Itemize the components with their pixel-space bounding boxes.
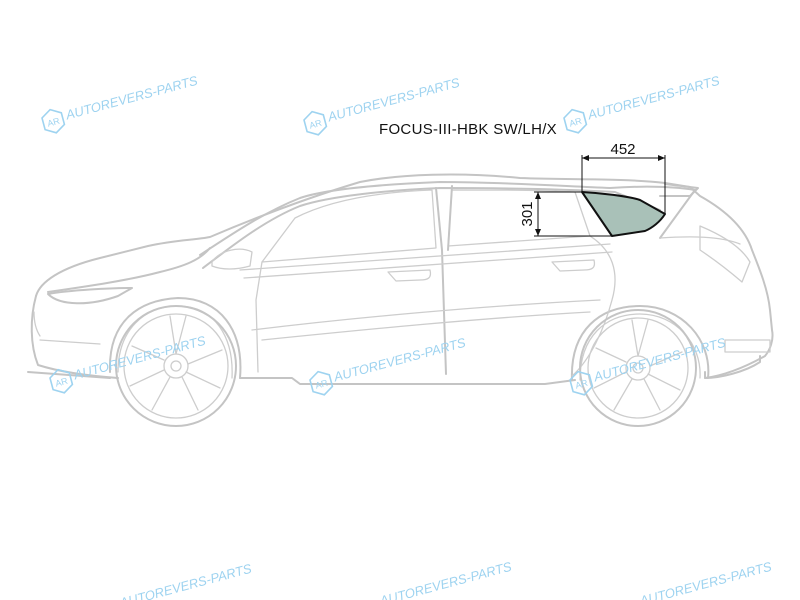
part-code-title: FOCUS-III-HBK SW/LH/X [379,121,557,138]
rear-quarter-glass [581,191,666,237]
width-dimension-label: 452 [610,141,635,158]
width-dimension [581,155,666,214]
svg-text:AUTOREVERS-PARTS: AUTOREVERS-PARTS [71,333,207,383]
svg-text:AUTOREVERS-PARTS: AUTOREVERS-PARTS [331,335,467,385]
front-wheel [115,305,237,427]
svg-text:AR: AR [46,116,61,129]
watermark-logo-icon: AR [41,108,66,134]
watermark-logo-icon: AR [563,108,588,134]
watermark-3: AR AUTOREVERS-PARTS [563,73,722,134]
svg-text:AUTOREVERS-PARTS: AUTOREVERS-PARTS [585,73,721,123]
svg-text:AUTOREVERS-PARTS: AUTOREVERS-PARTS [377,559,513,600]
watermark-8: AUTOREVERS-PARTS [377,559,513,600]
svg-text:AR: AR [568,116,583,129]
watermark-logo-icon: AR [303,110,328,136]
svg-text:AR: AR [574,378,589,391]
watermark-logo-icon: AR [569,370,594,396]
svg-text:AUTOREVERS-PARTS: AUTOREVERS-PARTS [325,75,461,125]
svg-text:AUTOREVERS-PARTS: AUTOREVERS-PARTS [117,561,253,600]
svg-text:AUTOREVERS-PARTS: AUTOREVERS-PARTS [63,73,199,123]
height-dimension [534,191,612,237]
watermark-1: AR AUTOREVERS-PARTS [41,73,200,134]
rear-wheel [579,309,697,427]
svg-text:AR: AR [54,376,69,389]
svg-text:AR: AR [314,378,329,391]
watermark-7: AUTOREVERS-PARTS [117,561,253,600]
watermark-logo-icon: AR [49,368,74,394]
svg-text:AR: AR [308,118,323,131]
svg-text:AUTOREVERS-PARTS: AUTOREVERS-PARTS [637,559,773,600]
height-dimension-label: 301 [519,201,536,226]
watermark-4: AR AUTOREVERS-PARTS [49,333,208,394]
car-side-outline [27,173,774,385]
watermark-9: AUTOREVERS-PARTS [637,559,773,600]
watermark-logo-icon: AR [309,370,334,396]
